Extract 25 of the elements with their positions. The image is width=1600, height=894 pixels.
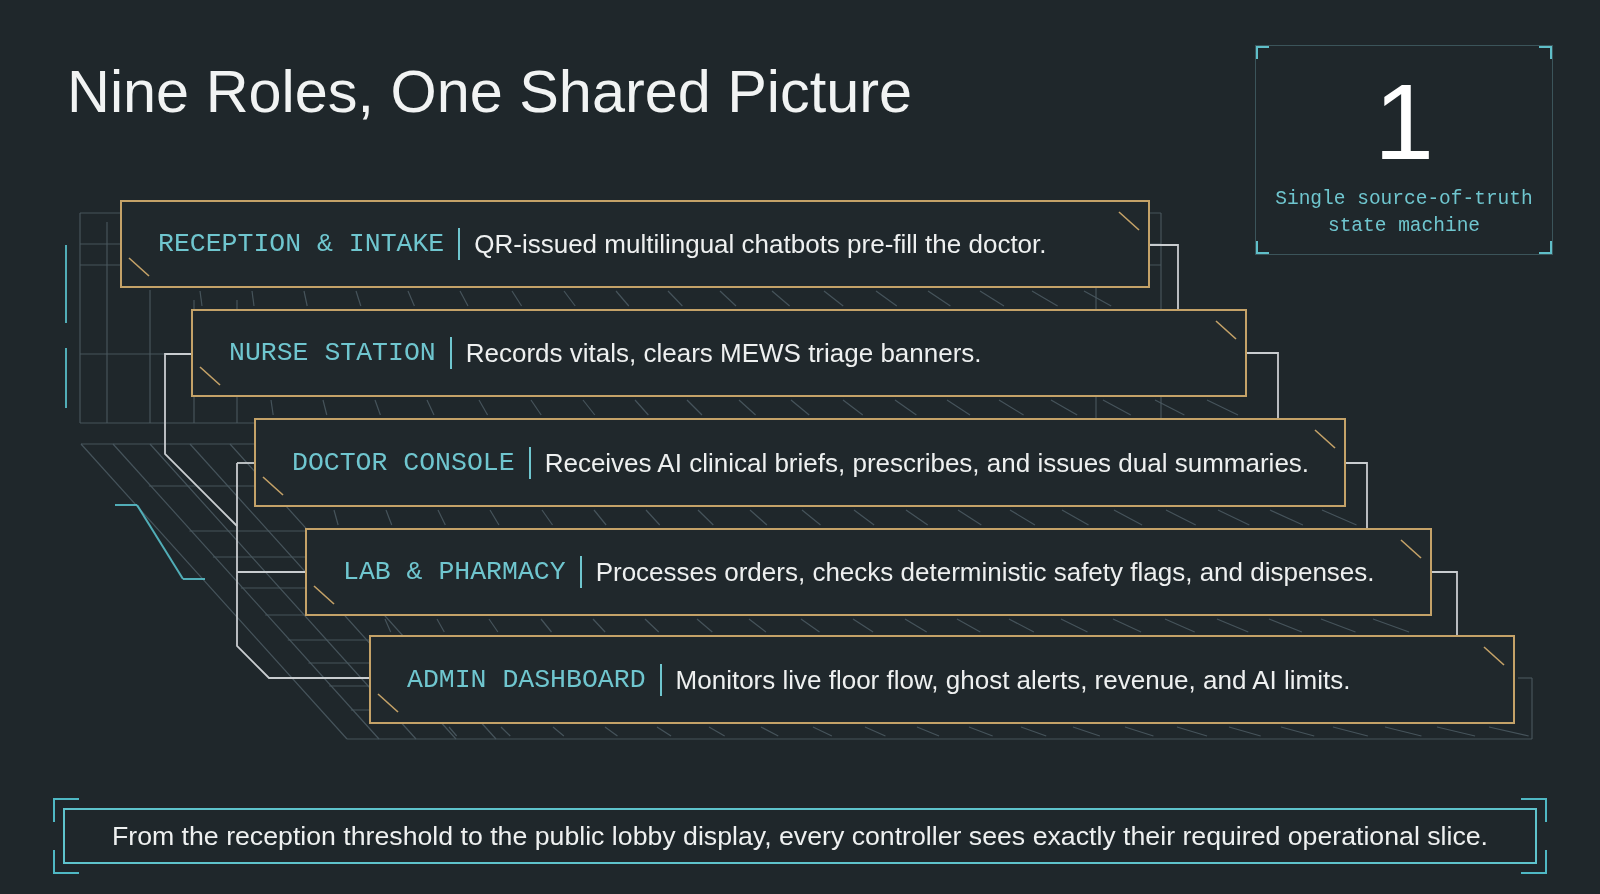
title: Nine Roles, One Shared Picture: [67, 62, 913, 122]
role-description: Processes orders, checks deterministic safety flags, and dispenses.: [579, 556, 1375, 588]
role-card: [369, 635, 1515, 724]
stat-number: 1: [1373, 68, 1435, 176]
connector-line: [1246, 352, 1279, 419]
role-description: Records vitals, clears MEWS triage banners.: [449, 337, 982, 369]
role-name: RECEPTION & INTAKE: [158, 228, 445, 260]
connector-line: [1149, 244, 1179, 310]
connector-line: [236, 462, 255, 464]
role-name: DOCTOR CONSOLE: [292, 446, 515, 479]
stat-caption: Single source-of-truth state machine: [1274, 187, 1534, 239]
summary-text: From the reception threshold to the public lobby display, every controller sees exactly their required operational slice.: [63, 808, 1537, 864]
role-description: Receives AI clinical briefs, prescribes, and issues dual summaries.: [528, 446, 1310, 479]
stat-card: [1255, 45, 1553, 255]
role-card: [120, 200, 1150, 288]
role-description: Monitors live floor flow, ghost alerts, revenue, and AI limits.: [659, 663, 1351, 696]
role-name: NURSE STATION: [229, 337, 436, 369]
role-card: [191, 309, 1247, 397]
role-name: LAB & PHARMACY: [343, 556, 566, 588]
connector-line: [1345, 462, 1368, 529]
connector-line: [1431, 571, 1458, 636]
role-card: [305, 528, 1432, 616]
role-card: [254, 418, 1346, 507]
role-description: QR-issued multilingual chatbots pre-fill the doctor.: [458, 228, 1047, 260]
role-name: ADMIN DASHBOARD: [407, 663, 646, 696]
